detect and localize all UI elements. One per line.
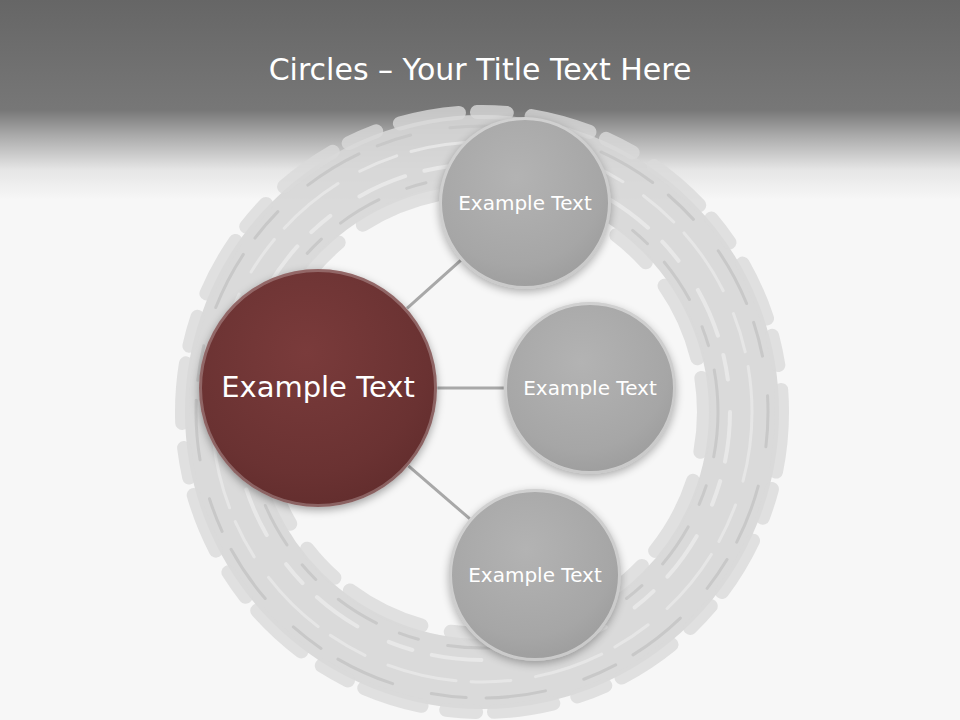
connector-line xyxy=(408,466,469,519)
node-text: Example Text xyxy=(207,369,429,407)
slide-title: Circles – Your Title Text Here xyxy=(0,52,960,87)
topic-circle: Example Text xyxy=(439,117,612,290)
node-text: Example Text xyxy=(454,562,616,588)
topic-circle: Example Text xyxy=(449,489,622,662)
main-circle: Example Text xyxy=(199,269,438,508)
connector-line xyxy=(407,260,461,308)
topic-circle: Example Text xyxy=(504,302,677,475)
connector-line xyxy=(437,386,503,389)
node-text: Example Text xyxy=(444,190,606,216)
node-text: Example Text xyxy=(509,375,671,401)
